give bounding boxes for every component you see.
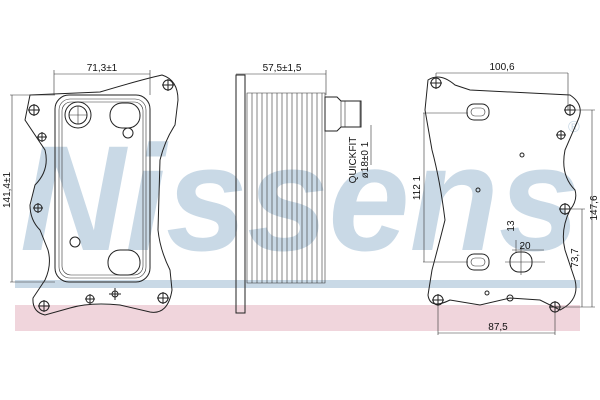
top-dimension: 100,6 (489, 62, 514, 73)
front-view: 71,3±1 141,4±1 (2, 63, 179, 316)
watermark-band (15, 305, 580, 331)
port-height-dimension: 13 (506, 220, 517, 232)
connector-label: QUICKFIT (348, 137, 359, 184)
side-view: 57,5±1,5 QUICKFIT ø18±0 1 (235, 63, 372, 314)
port-spacing-dimension: 112 1 (412, 175, 423, 200)
registered-mark: ® (568, 119, 580, 136)
depth-dimension: 57,5±1,5 (263, 63, 302, 74)
width-dimension: 71,3±1 (87, 63, 118, 74)
rear-view: 100,6 112 1 13 20 147,6 73,7 87,5 (412, 62, 600, 335)
watermark-logo: Nissens (20, 114, 580, 282)
height-dimension: 141,4±1 (2, 172, 13, 209)
port-width-dimension: 20 (519, 241, 531, 252)
watermark-underline (15, 280, 580, 288)
connector-dimension: ø18±0 1 (360, 141, 371, 178)
bottom-dimension: 87,5 (488, 322, 508, 333)
lower-height-dimension: 73,7 (570, 248, 581, 268)
right-height-dimension: 147,6 (589, 195, 600, 220)
